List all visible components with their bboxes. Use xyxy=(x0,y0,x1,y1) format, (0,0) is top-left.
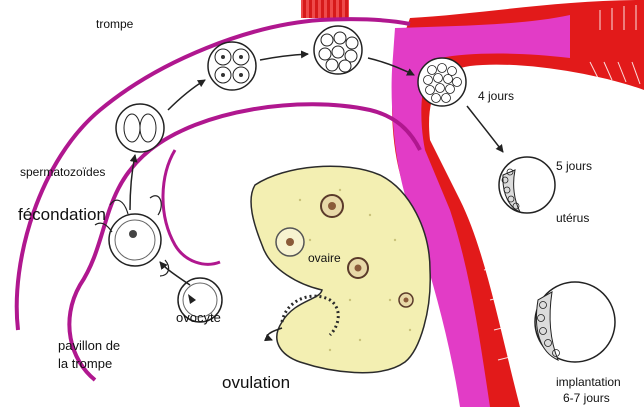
arrow-4cell-to-8cell xyxy=(260,54,308,60)
arrow-ovocyte-to-fecondation xyxy=(160,262,190,285)
label-uterus: utérus xyxy=(556,211,589,225)
follicle-core xyxy=(355,265,362,272)
label-implantation-line2: 6-7 jours xyxy=(563,391,610,405)
label-ovaire: ovaire xyxy=(308,251,341,265)
label-spermatozoides: spermatozoïdes xyxy=(20,165,105,179)
follicle-core xyxy=(328,202,336,210)
blastomere xyxy=(124,114,140,142)
label-pavillon-line2: la trompe xyxy=(58,356,112,371)
fertilized-egg-pronucleus xyxy=(129,230,137,238)
label-fecondation: fécondation xyxy=(18,205,106,224)
sperm xyxy=(150,196,161,215)
arrow-2cell-to-4cell xyxy=(168,80,205,110)
arrow-morula-to-blastocyst xyxy=(467,106,503,152)
endometrium-pink xyxy=(392,15,570,407)
tube-fimbria xyxy=(163,150,220,264)
label-4-jours: 4 jours xyxy=(478,89,514,103)
sperm xyxy=(110,200,128,214)
fertilized-egg xyxy=(109,214,161,266)
top-uterine-fragment xyxy=(301,0,349,18)
follicle-small-core xyxy=(404,298,409,303)
ovary xyxy=(251,166,430,372)
label-pavillon-line1: pavillon de xyxy=(58,338,120,353)
label-trompe: trompe xyxy=(96,17,134,31)
label-5-jours: 5 jours xyxy=(556,159,592,173)
arrow-fecondation-to-2cell xyxy=(130,155,135,210)
label-ovulation: ovulation xyxy=(222,373,290,392)
follicle-large-core xyxy=(286,238,294,246)
label-ovocyte: ovocyte xyxy=(176,310,221,325)
four-cell-embryo xyxy=(208,42,256,90)
label-implantation-line1: implantation xyxy=(556,375,621,389)
blastomere xyxy=(140,114,156,142)
